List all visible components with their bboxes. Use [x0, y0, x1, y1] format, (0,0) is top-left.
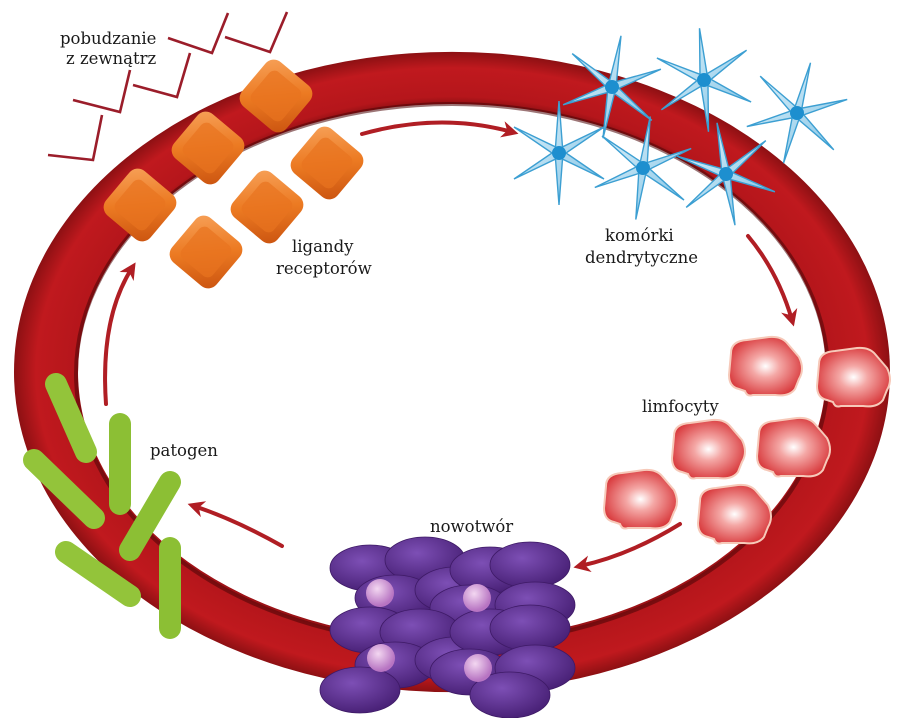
- dendritic-cell-nucleus: [605, 80, 619, 94]
- pathogen-rods: [23, 373, 181, 639]
- tumor-cell-nucleus: [367, 644, 395, 672]
- label-lymphocytes: limfocyty: [642, 397, 719, 416]
- ligand-square: [230, 170, 304, 244]
- arrow-dendritic-to-lymphocytes: [746, 234, 798, 327]
- lymphocyte-body: [815, 346, 891, 408]
- arrow-tumor-to-pathogen: [187, 501, 284, 548]
- dendritic-cell: [676, 122, 776, 226]
- lymphocytes: [602, 335, 891, 545]
- dendritic-cell: [656, 28, 752, 132]
- lymphocyte: [755, 416, 831, 478]
- dendritic-cell-nucleus: [719, 167, 733, 181]
- lymphocyte-body: [727, 335, 803, 397]
- pathogen-rod: [119, 471, 181, 561]
- tumor-cell-nucleus: [464, 654, 492, 682]
- label-dendritic-cells-2: dendrytyczne: [585, 248, 698, 267]
- dendritic-cell: [562, 35, 662, 139]
- label-pathogen: patogen: [150, 441, 218, 460]
- arrow-pathogen-to-ligands: [103, 262, 136, 406]
- dendritic-cell-nucleus: [552, 146, 566, 160]
- labels: pobudzanie z zewnątrz ligandy receptorów…: [60, 29, 719, 536]
- lymphocyte: [602, 468, 678, 530]
- ligand-square: [290, 126, 364, 200]
- tumor-cell: [469, 671, 551, 718]
- label-dendritic-cells-1: komórki: [605, 226, 674, 245]
- ligand-square: [169, 215, 243, 289]
- dendritic-cell: [594, 116, 692, 220]
- lymphocyte-body: [670, 418, 746, 480]
- external-stimulation-lines: [47, 11, 289, 162]
- lymphocyte-body: [755, 416, 831, 478]
- tumor-cell-nucleus: [366, 579, 394, 607]
- tumor-cell: [489, 541, 571, 589]
- lymphocyte: [670, 418, 746, 480]
- dendritic-cell-nucleus: [697, 73, 711, 87]
- dendritic-cells: [513, 28, 848, 226]
- label-external-stimulation-1: pobudzanie: [60, 29, 156, 48]
- tumor-cell: [319, 666, 401, 714]
- dendritic-cell-nucleus: [790, 106, 804, 120]
- lymphocyte-body: [602, 468, 678, 530]
- ligand-square: [239, 59, 313, 133]
- arrow-ligands-to-dendritic: [360, 120, 519, 138]
- pathogen-rod: [55, 541, 141, 607]
- ligand-square: [171, 111, 245, 185]
- tumor-cell-nucleus: [463, 584, 491, 612]
- tumor-cell: [489, 604, 571, 652]
- dendritic-cell: [513, 100, 605, 206]
- lymphocyte-body: [696, 483, 772, 545]
- ligand-square: [103, 168, 177, 242]
- lymphocyte: [727, 335, 803, 397]
- pathogen-rod: [45, 373, 97, 463]
- tumor-cluster: [319, 536, 576, 718]
- label-receptor-ligands-2: receptorów: [276, 259, 372, 278]
- label-external-stimulation-2: z zewnątrz: [66, 49, 157, 68]
- dendritic-cell-nucleus: [636, 161, 650, 175]
- dendritic-cell: [746, 62, 848, 164]
- lymphocyte: [815, 346, 891, 408]
- cycle-arrows: [103, 120, 798, 573]
- arrow-lymphocytes-to-tumor: [573, 522, 682, 573]
- receptor-ligands: [103, 59, 364, 289]
- lymphocyte: [696, 483, 772, 545]
- label-receptor-ligands-1: ligandy: [292, 237, 354, 256]
- pathogen-rod: [23, 449, 105, 529]
- label-tumor: nowotwór: [430, 517, 513, 536]
